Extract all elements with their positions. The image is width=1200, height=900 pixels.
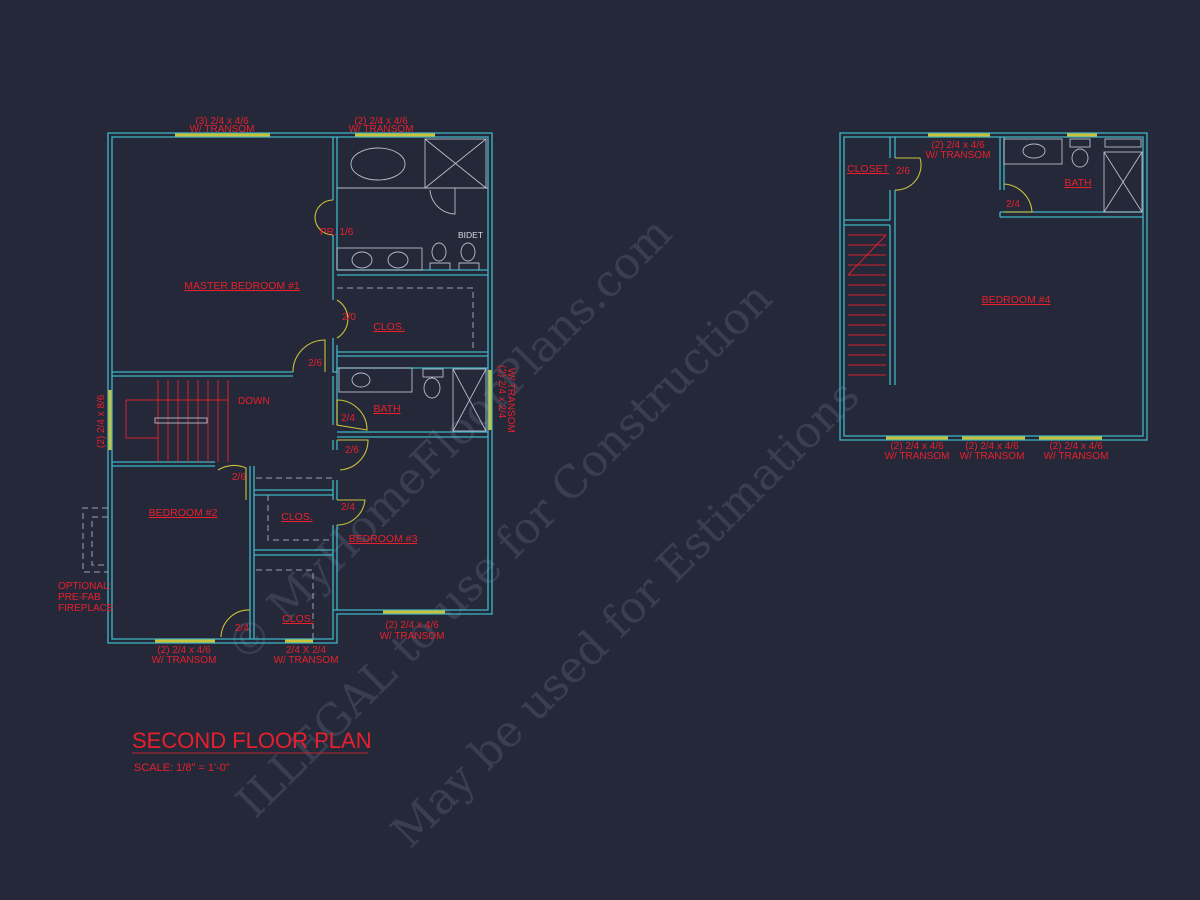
- door-label: 2/6: [232, 472, 246, 483]
- door-label: 2/6: [345, 445, 359, 456]
- window-label: (3) 2/4 x 4/6: [195, 116, 249, 127]
- window-label: W/ TRANSOM: [274, 655, 339, 666]
- stairs-down: [125, 380, 229, 462]
- window-label: (2) 2/4 x 4/6: [1049, 441, 1103, 452]
- door-label: 2/0: [342, 312, 356, 323]
- upper-floor-plan: CLOSET BATH BEDROOM #4 2/6 2/4 (2) 2/4 x…: [839, 132, 1148, 462]
- window-label: W/ TRANSOM: [885, 451, 950, 462]
- door-label: 2/4: [235, 623, 249, 634]
- room-closet-1: CLOS.: [373, 321, 405, 333]
- door-label: 2/4: [341, 502, 355, 513]
- room-closet-3: CLOS.: [282, 613, 314, 625]
- fireplace-note-3: FIREPLACE: [58, 603, 114, 614]
- window-label: 2/4 X 2/4: [286, 645, 326, 656]
- window-label: (2) 2/4 x 2/4: [496, 365, 507, 419]
- window-label: W/ TRANSOM: [190, 124, 255, 135]
- window-label: W/ TRANSOM: [1044, 451, 1109, 462]
- window-label: (2) 2/4 x 4/6: [890, 441, 944, 452]
- window-label: (2) 2/4 x 8/6: [96, 394, 107, 448]
- window-label: (2) 2/4 x 4/6: [965, 441, 1019, 452]
- second-floor-plan: MASTER BEDROOM #1 CLOS. BATH BEDROOM #2 …: [58, 116, 516, 666]
- window-label: W/ TRANSOM: [152, 655, 217, 666]
- window-label: W/ TRANSOM: [349, 124, 414, 135]
- window-label: (2) 2/4 x 4/6: [385, 620, 439, 631]
- fireplace-note-2: PRE-FAB: [58, 592, 101, 603]
- fireplace-note-1: OPTIONAL:: [58, 581, 111, 592]
- window-label: (2) 2/4 x 4/6: [354, 116, 408, 127]
- door-label: 2/4: [341, 413, 355, 424]
- window-label: (2) 2/4 x 4/6: [931, 140, 985, 151]
- door-label: 2/4: [1006, 199, 1020, 210]
- bidet-label: BIDET: [458, 230, 483, 240]
- room-master-bedroom: MASTER BEDROOM #1: [184, 280, 300, 292]
- window-label: W/ TRANSOM: [505, 368, 516, 433]
- window-label: W/ TRANSOM: [380, 631, 445, 642]
- room-bath: BATH: [1064, 177, 1091, 189]
- window-label: W/ TRANSOM: [926, 150, 991, 161]
- room-bedroom-4: BEDROOM #4: [982, 294, 1051, 306]
- stairs: [847, 234, 887, 376]
- room-closet: CLOSET: [847, 163, 890, 175]
- plan-scale: SCALE: 1/8" = 1'-0": [134, 762, 230, 774]
- window-label: (2) 2/4 x 4/6: [157, 645, 211, 656]
- plan-title: SECOND FLOOR PLAN: [132, 728, 372, 753]
- stair-down-label: DOWN: [238, 396, 270, 407]
- window-label: W/ TRANSOM: [960, 451, 1025, 462]
- room-bedroom-2: BEDROOM #2: [149, 507, 218, 519]
- room-bedroom-3: BEDROOM #3: [349, 533, 418, 545]
- watermark: © MyHomeFloorPlans.com ILLEGAL to use fo…: [217, 208, 870, 858]
- door-label: PR. 1/6: [320, 227, 354, 238]
- room-closet-2: CLOS.: [281, 511, 313, 523]
- room-bath: BATH: [373, 403, 400, 415]
- door-label: 2/6: [896, 166, 910, 177]
- door-label: 2/6: [308, 358, 322, 369]
